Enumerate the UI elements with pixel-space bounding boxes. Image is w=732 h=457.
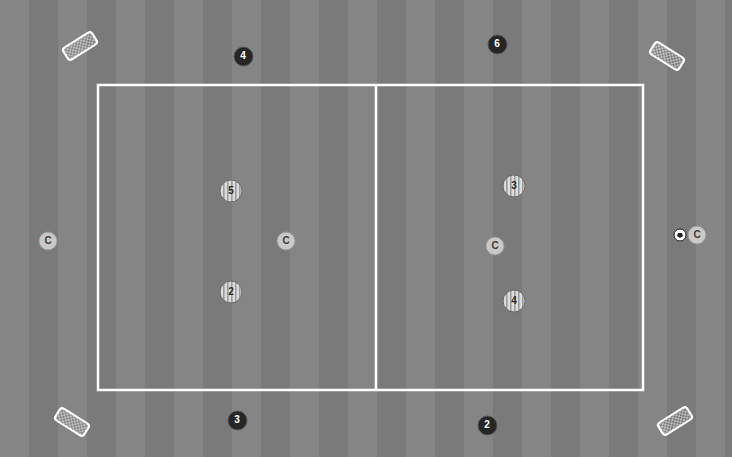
marker-disc [220,281,242,303]
coach-marker: C [485,236,505,256]
marker-disc [220,180,242,202]
player-marker: 5 [219,179,243,203]
marker-number: C [282,236,289,246]
marker-number: 2 [484,420,490,430]
mini-goal [649,41,685,71]
marker-number: C [44,236,51,246]
mini-goal [54,407,90,437]
marker-disc [228,411,247,430]
mini-goal [62,31,98,61]
marker-disc [234,47,253,66]
half-line [375,85,378,390]
marker-disc [488,35,507,54]
marker-disc [503,290,525,312]
coach-marker: C [687,225,707,245]
marker-disc [39,232,57,250]
marker-disc [688,226,706,244]
coach-marker: C [276,231,296,251]
ball [674,229,686,241]
player-marker: 3 [502,174,526,198]
marker-number: 4 [511,296,517,306]
marker-disc [486,237,504,255]
player-marker: 6 [487,34,508,55]
player-marker: 4 [233,46,254,67]
marker-number: 3 [234,415,240,425]
marker-number: 4 [240,51,246,61]
coach-marker: C [38,231,58,251]
marker-number: C [693,230,700,240]
marker-number: 2 [228,287,234,297]
player-marker: 3 [227,410,248,431]
player-marker: 4 [502,289,526,313]
marker-number: C [491,241,498,251]
marker-disc [478,416,497,435]
marker-disc [503,175,525,197]
player-marker: 2 [219,280,243,304]
player-marker: 2 [477,415,498,436]
marker-number: 6 [494,39,500,49]
area-outline [98,85,643,390]
marker-number: 5 [228,186,234,196]
mini-goal [657,406,693,436]
marker-disc [277,232,295,250]
marker-number: 3 [511,181,517,191]
